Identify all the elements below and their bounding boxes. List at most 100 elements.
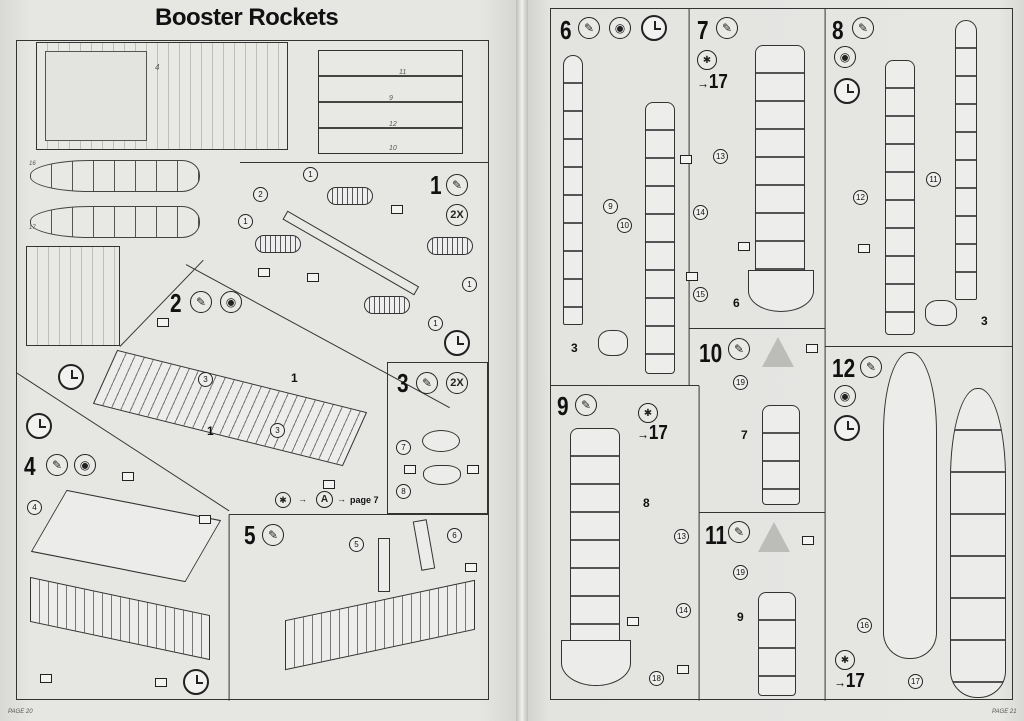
left-page-frame [16, 40, 489, 700]
reference-step-number: 17 [845, 670, 865, 692]
callout: 19 [733, 375, 748, 390]
parts-sprue-c [26, 246, 120, 346]
glue-icon: ✎ [852, 17, 874, 39]
glue-icon: ✎ [728, 338, 750, 360]
reference-step-number: 17 [708, 71, 728, 93]
cement-icon: ✱ [275, 492, 291, 508]
decal-flag-icon [627, 617, 639, 626]
sprue-part-label: 16 [29, 161, 36, 167]
sprue-part-label: 4 [155, 63, 160, 72]
glue-icon: ✎ [190, 291, 212, 313]
track-part [327, 187, 373, 205]
callout: 3 [270, 423, 285, 438]
step-4-number: 4 [24, 451, 36, 481]
track-part [427, 237, 473, 255]
step-8-number: 8 [832, 15, 844, 45]
page-gutter [516, 0, 528, 721]
step-6-number: 6 [560, 15, 572, 45]
decal-flag-icon [155, 678, 167, 687]
booster-top-part [762, 405, 800, 505]
decal-flag-icon [467, 465, 479, 474]
drying-time-icon [183, 669, 209, 695]
booster-skirt [748, 270, 814, 312]
glue-icon: ✎ [860, 356, 882, 378]
panel-divider [699, 512, 825, 514]
callout: 17 [908, 674, 923, 689]
parts-sprue-b: 11 9 12 10 [318, 50, 463, 154]
callout: 7 [396, 440, 411, 455]
decal-flag-icon [465, 563, 477, 572]
decal-flag-icon [404, 465, 416, 474]
booster-assembly [570, 428, 620, 668]
callout: 1 [462, 277, 477, 292]
decal-flag-icon [40, 674, 52, 683]
panel-divider [824, 8, 826, 701]
right-page-number: PAGE 21 [992, 709, 1017, 715]
callout: 1 [303, 167, 318, 182]
drying-time-icon [58, 364, 84, 390]
cement-icon: ✱ [638, 403, 658, 423]
reference-step-number: 17 [648, 422, 668, 444]
drying-time-icon [444, 330, 470, 356]
decal-flag-icon [806, 344, 818, 353]
arrow: → [298, 494, 307, 504]
step-5-number: 5 [244, 520, 256, 550]
booster-top-part [758, 592, 796, 696]
tank-half-16: 16 [29, 160, 200, 192]
part-label: 9 [737, 610, 744, 624]
booster-half-11 [955, 20, 977, 300]
drying-time-icon [641, 15, 667, 41]
callout: 8 [396, 484, 411, 499]
cement-icon: ✱ [697, 50, 717, 70]
decal-flag-icon [122, 472, 134, 481]
cement-icon: ✱ [835, 650, 855, 670]
step-3-number: 3 [397, 368, 409, 398]
arrow: → [637, 426, 649, 442]
decal-flag-icon [858, 244, 870, 253]
nozzle-part [598, 330, 628, 356]
tank-half-16 [883, 352, 937, 659]
part-label: 1 [291, 371, 298, 385]
callout: 3 [198, 372, 213, 387]
page-title: Booster Rockets [155, 4, 339, 31]
step-2-number: 2 [170, 288, 182, 318]
decal-flag-icon [738, 242, 750, 251]
arrow: → [697, 75, 709, 91]
decal-flag-icon [258, 268, 270, 277]
track-part [255, 235, 301, 253]
callout: 1 [238, 214, 253, 229]
panel-divider [229, 514, 488, 516]
callout: 10 [617, 218, 632, 233]
callout: 19 [733, 565, 748, 580]
glue-icon: ✎ [728, 521, 750, 543]
decal-flag-icon [686, 272, 698, 281]
decal-flag-icon [307, 273, 319, 282]
decal-flag-icon [391, 205, 403, 214]
callout: 13 [713, 149, 728, 164]
glue-icon: ✎ [446, 174, 468, 196]
callout: 14 [693, 205, 708, 220]
callout: 13 [674, 529, 689, 544]
nozzle-base-part [423, 465, 461, 485]
part-label: 7 [741, 428, 748, 442]
step-7-reference: →17 [697, 71, 728, 94]
glue-icon: ✎ [578, 17, 600, 39]
step-11-number: 11 [705, 520, 727, 550]
glue-icon: ✎ [716, 17, 738, 39]
booster-half-9 [563, 55, 583, 325]
right-page-frame [550, 8, 1013, 700]
paint-icon: ◉ [834, 46, 856, 68]
repeat-badge: 2X [446, 372, 468, 394]
decal-flag-icon [680, 155, 692, 164]
drying-time-icon [26, 413, 52, 439]
page-reference-link[interactable]: page 7 [350, 495, 379, 505]
panel-divider [228, 514, 230, 701]
arrow: → [337, 494, 346, 504]
part-label: 6 [733, 296, 740, 310]
nose-cone-part [762, 337, 794, 367]
paint-icon: ◉ [74, 454, 96, 476]
nozzle-part [925, 300, 957, 326]
sprue-part-label: 11 [399, 69, 407, 76]
decal-flag-icon [802, 536, 814, 545]
step-7-number: 7 [697, 15, 709, 45]
